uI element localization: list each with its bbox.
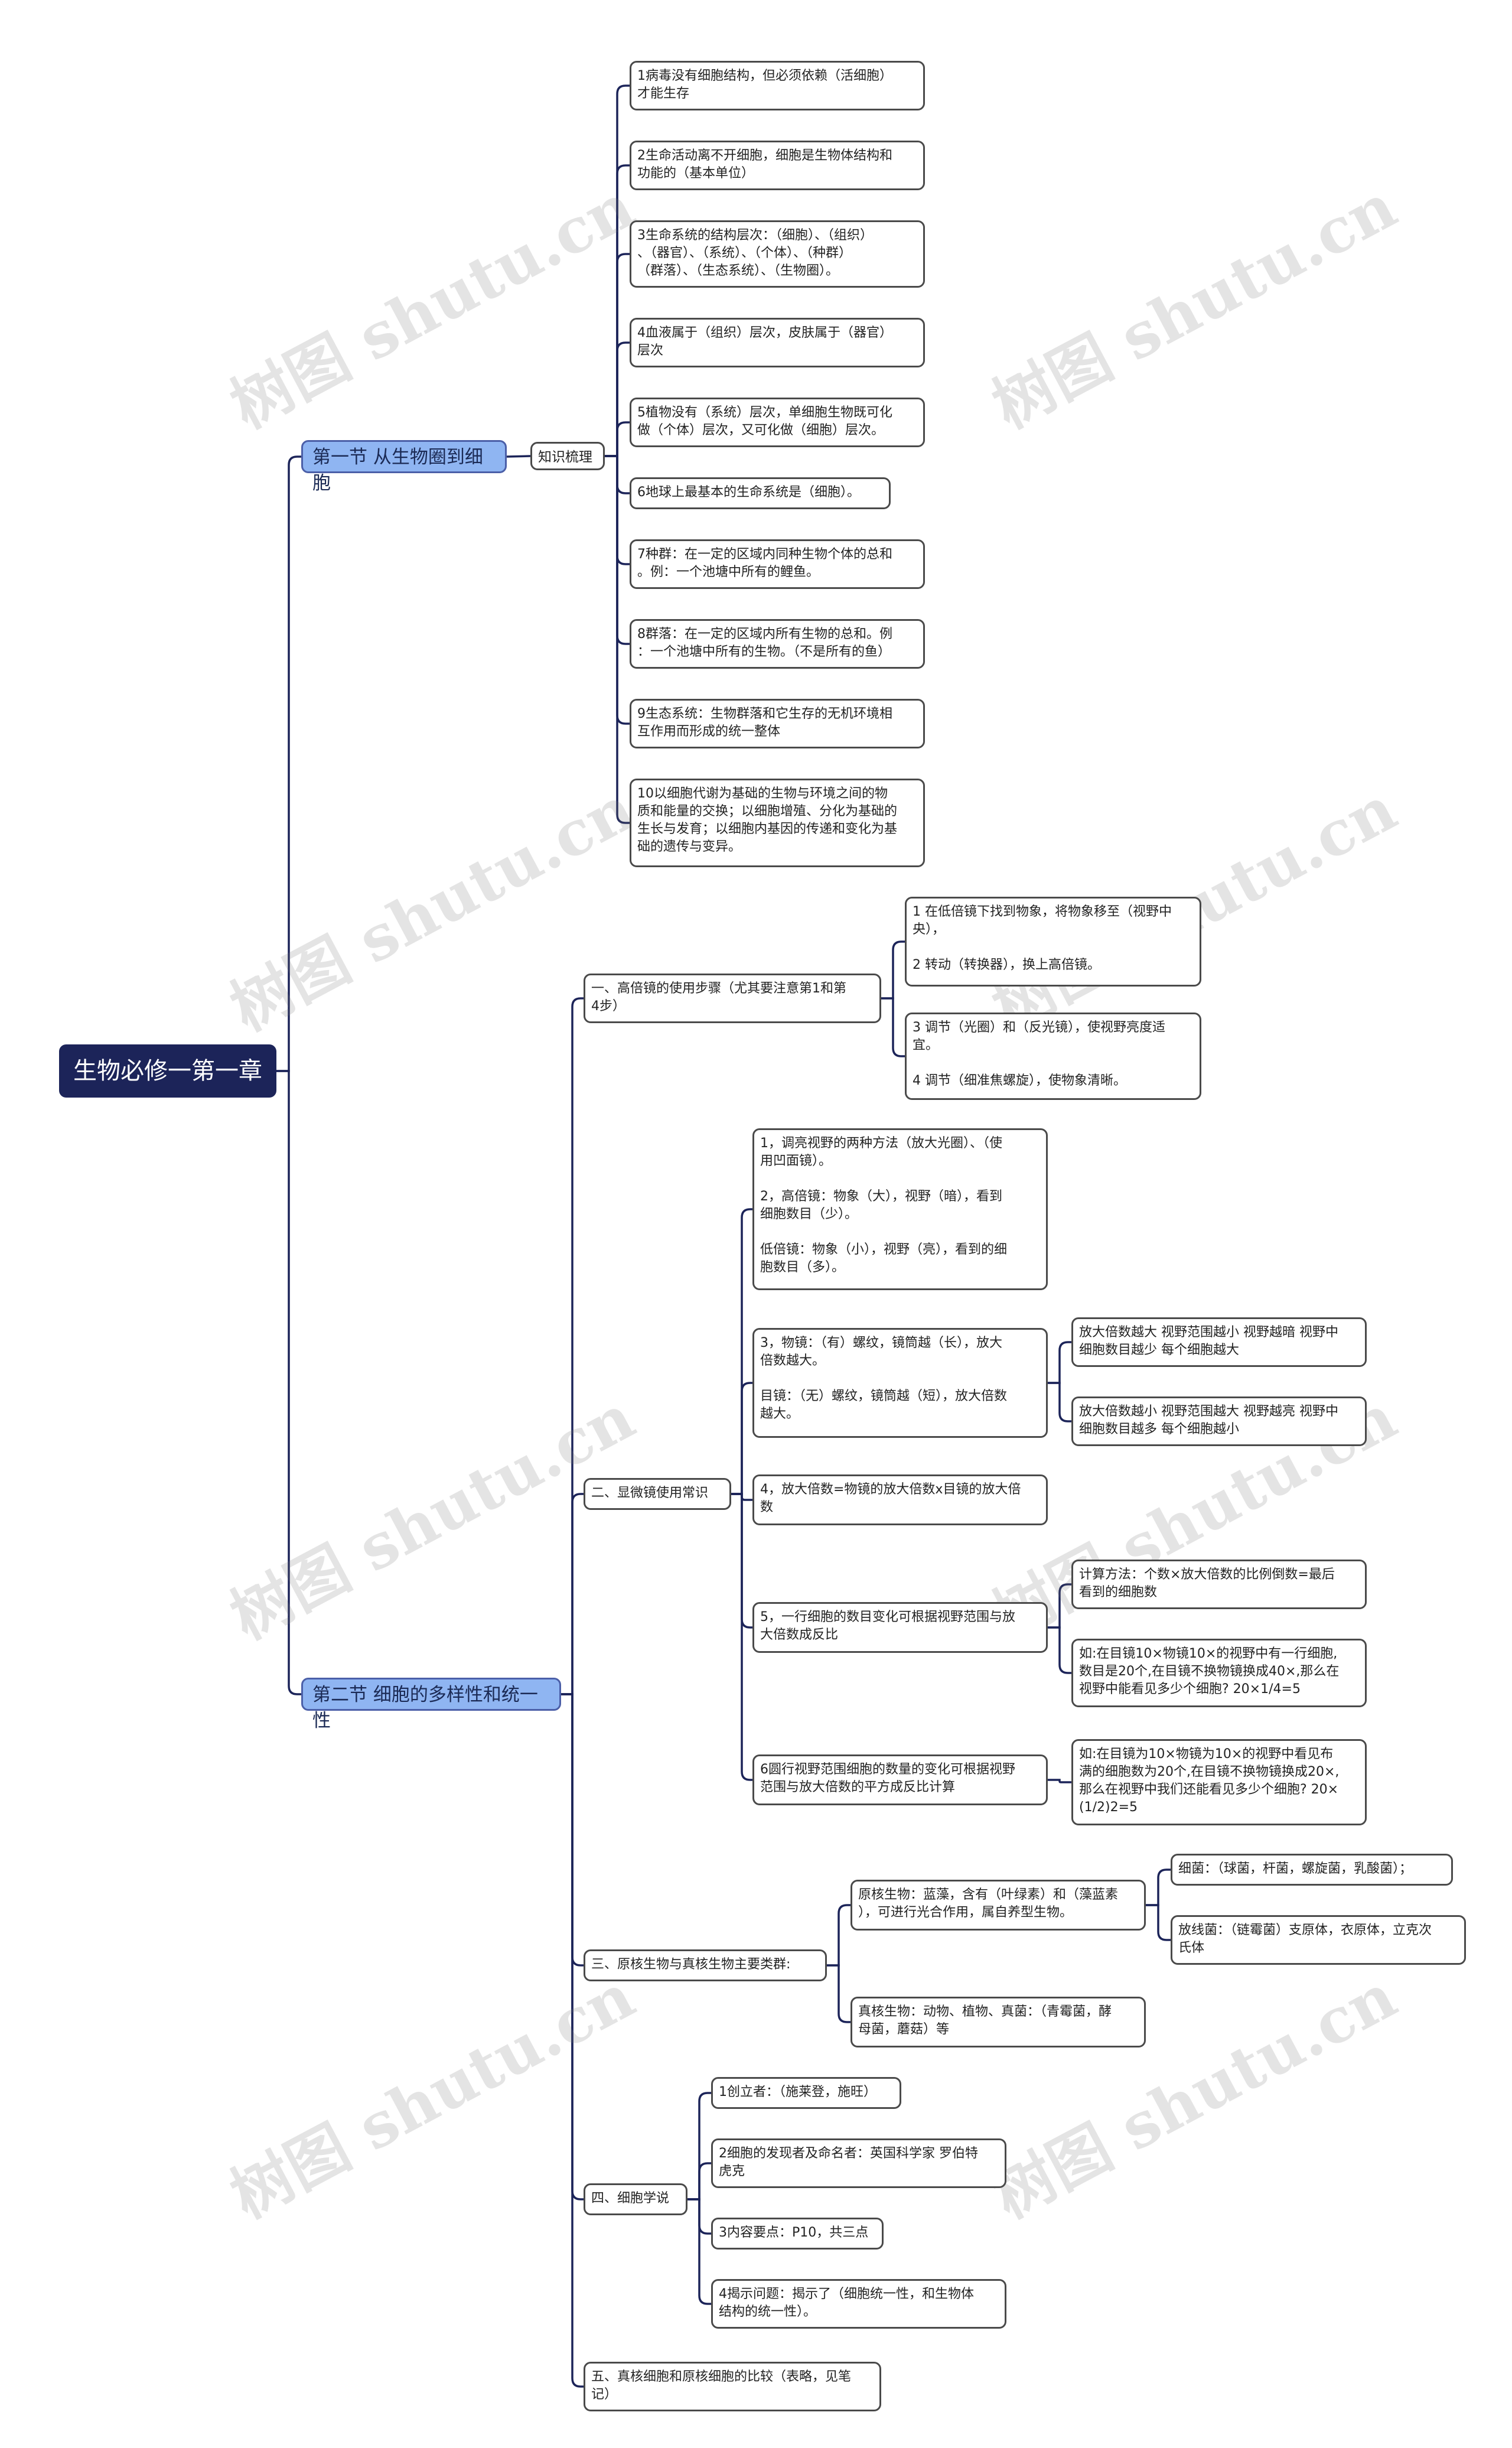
microscope-item-4[interactable]: 4，放大倍数=物镜的放大倍数x目镜的放大倍 数 [752,1474,1048,1525]
connector-b-b1 [731,1208,752,1495]
steps-1-2-node[interactable]: 1 在低倍镜下找到物象，将物象移至（视野中 央）， 2 转动（转换器），换上高倍… [905,897,1201,987]
prokaryote-eukaryote-node[interactable]: 三、原核生物与真核生物主要类群: [584,1949,827,1981]
actinomycetes-node[interactable]: 放线菌：（链霉菌）支原体，衣原体，立克次 氏体 [1171,1915,1466,1965]
connector-b3-b3a [1048,1341,1071,1384]
connector-s1l-s1-2 [605,253,630,457]
cell-theory-item-3[interactable]: 3内容要点：P10，共三点 [711,2218,884,2250]
microscope-item-6[interactable]: 6圆行视野范围细胞的数量的变化可根据视野 范围与放大倍数的平方成反比计算 [752,1754,1048,1805]
s1-item-1[interactable]: 1病毒没有细胞结构，但必须依赖（活细胞） 才能生存 [630,61,925,110]
cell-theory-item-2[interactable]: 2细胞的发现者及命名者：英国科学家 罗伯特 虎克 [711,2138,1006,2188]
connector-d-d1 [687,2092,711,2200]
cell-theory-node[interactable]: 四、细胞学说 [584,2183,687,2215]
s1-item-2[interactable]: 2生命活动离不开细胞，细胞是生物体结构和 功能的（基本单位） [630,141,925,190]
connector-s2-e [561,1693,584,2388]
connector-a-a1 [881,940,905,1000]
connector-s1l-s1-1 [605,164,630,457]
microscope-basics-node[interactable]: 二、显微镜使用常识 [584,1478,731,1510]
connector-s1l-s1-9 [605,455,630,824]
s1-item-3[interactable]: 3生命系统的结构层次：（细胞）、（组织） 、（器官）、（系统）、（个体）、（种群… [630,220,925,288]
connector-s1-s1l [506,455,531,458]
connector-b5-b5b [1048,1626,1071,1674]
connector-d-d2 [687,2162,711,2200]
high-power-steps-node[interactable]: 一、高倍镜的使用步骤（尤其要注意第1和第 4步） [584,974,881,1023]
connector-s1l-s1-4 [605,421,630,457]
root-node[interactable]: 生物必修一第一章 [59,1044,276,1098]
s1-item-7[interactable]: 7种群：在一定的区域内同种生物个体的总和 。例：一个池塘中所有的鲤鱼。 [630,539,925,589]
connector-b3-b3b [1048,1382,1071,1422]
connector-a-a2 [881,997,905,1057]
connector-c-ce [827,1964,850,2023]
prokaryote-node[interactable]: 原核生物：蓝藻，含有（叶绿素）和（藻蓝素 ），可进行光合作用，属自养型生物。 [850,1880,1146,1931]
s1-item-9[interactable]: 9生态系统：生物群落和它生存的无机环境相 互作用而形成的统一整体 [630,699,925,748]
section-2-node[interactable]: 第二节 细胞的多样性和统一性 [301,1678,561,1731]
knowledge-review-node[interactable]: 知识梳理 [530,442,605,470]
connector-s2-b [561,1493,584,1695]
microscope-item-1-2[interactable]: 1，调亮视野的两种方法（放大光圈）、（使 用凹面镜）。 2，高倍镜：物象（大），… [752,1128,1048,1290]
circle-example-node[interactable]: 如:在目镜为10×物镜为10×的视野中看见布 满的细胞数为20个,在目镜不换物镜… [1071,1739,1367,1825]
higher-magnification-node[interactable]: 放大倍数越大 视野范围越小 视野越暗 视野中 细胞数目越少 每个细胞越大 [1071,1317,1367,1367]
s1-item-10[interactable]: 10以细胞代谢为基础的生物与环境之间的物 质和能量的交换；以细胞增殖、分化为基础… [630,779,925,867]
connector-cp-cp2 [1146,1904,1171,1941]
microscope-item-5[interactable]: 5，一行细胞的数目变化可根据视野范围与放 大倍数成反比 [752,1602,1048,1653]
eukaryote-node[interactable]: 真核生物：动物、植物、真菌：（青霉菌，酵 母菌，蘑菇）等 [850,1997,1146,2047]
connector-s1l-s1-0 [605,84,630,457]
connector-s2-a [561,997,584,1695]
cell-theory-item-4[interactable]: 4揭示问题：揭示了（细胞统一性，和生物体 结构的统一性）。 [711,2279,1006,2329]
connector-cp-cp1 [1146,1868,1171,1906]
s1-item-5[interactable]: 5植物没有（系统）层次，单细胞生物既可化 做（个体）层次，又可化做（细胞）层次。 [630,398,925,447]
bacteria-node[interactable]: 细菌：（球菌，杆菌，螺旋菌，乳酸菌）； [1171,1854,1453,1886]
microscope-item-3[interactable]: 3，物镜：（有）螺纹，镜筒越（长），放大 倍数越大。 目镜：（无）螺纹，镜筒越（… [752,1328,1048,1438]
connector-b6-b6a [1048,1779,1071,1783]
connector-b5-b5a [1048,1583,1071,1629]
cell-comparison-node[interactable]: 五、真核细胞和原核细胞的比较（表略，见笔 记） [584,2362,881,2411]
lower-magnification-node[interactable]: 放大倍数越小 视野范围越大 视野越亮 视野中 细胞数目越多 每个细胞越小 [1071,1396,1367,1446]
calculation-method-node[interactable]: 计算方法：个数×放大倍数的比例倒数=最后 看到的细胞数 [1071,1560,1367,1609]
s1-item-4[interactable]: 4血液属于（组织）层次，皮肤属于（器官） 层次 [630,318,925,367]
section-1-node[interactable]: 第一节 从生物圈到细胞 [301,440,507,494]
steps-3-4-node[interactable]: 3 调节（光圈）和（反光镜），使视野亮度适 宜。 4 调节（细准焦螺旋），使物象… [905,1013,1201,1100]
connector-d-d4 [687,2198,711,2305]
connector-s1l-s1-3 [605,341,630,457]
connector-b-b3 [731,1382,752,1495]
cell-theory-item-1[interactable]: 1创立者：（施莱登，施旺） [711,2077,901,2109]
connector-b-b6 [731,1493,752,1781]
connector-c-cp [827,1904,850,1967]
connector-root-s2 [276,1070,301,1695]
row-example-node[interactable]: 如:在目镜10×物镜10×的视野中有一行细胞, 数目是20个,在目镜不换物镜换成… [1071,1639,1367,1707]
s1-item-6[interactable]: 6地球上最基本的生命系统是（细胞）。 [630,477,891,509]
s1-item-8[interactable]: 8群落：在一定的区域内所有生物的总和。例 ：一个池塘中所有的生物。（不是所有的鱼… [630,619,925,669]
connector-root-s1 [276,455,301,1072]
